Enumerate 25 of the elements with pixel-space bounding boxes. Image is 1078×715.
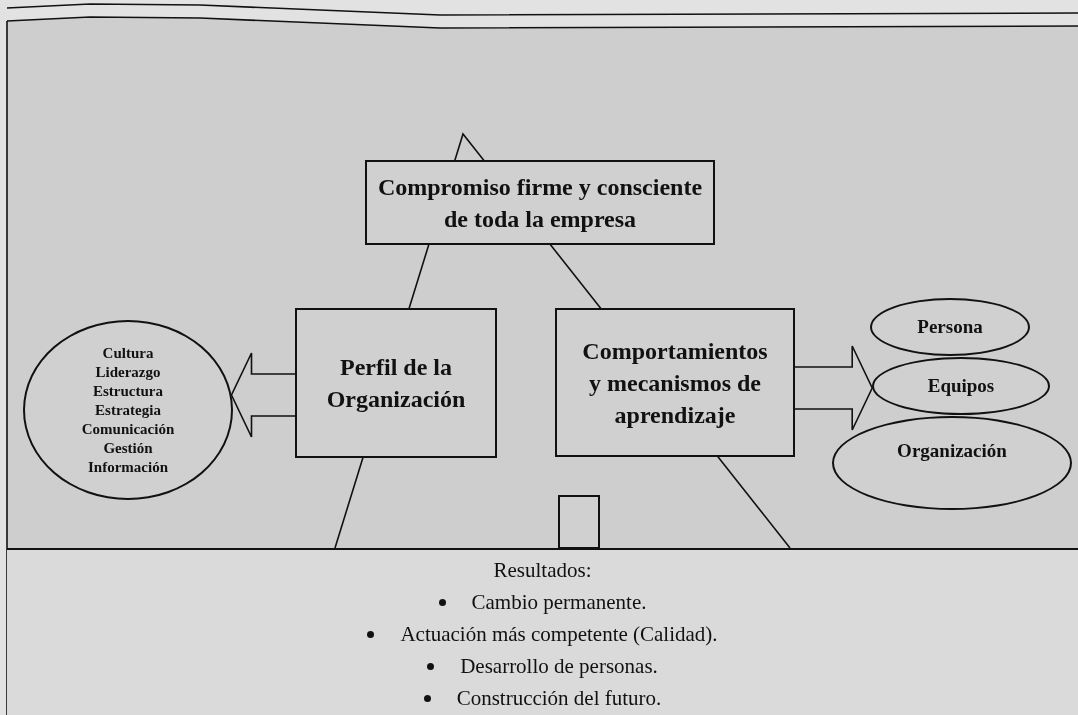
node-label: Persona <box>917 316 983 338</box>
node-label: Perfil de la Organización <box>325 353 467 414</box>
process-box <box>295 308 497 458</box>
list-item: Estructura <box>93 381 163 401</box>
list-item: Gestión <box>103 438 153 458</box>
list-item: Actuación más competente (Calidad). <box>400 621 718 648</box>
list-item: Cambio permanente. <box>471 589 647 616</box>
block-arrow <box>230 352 296 438</box>
results-panel <box>7 548 1078 715</box>
small-box <box>558 495 600 549</box>
node-label: Comportamientos y mecanismos de aprendizaje <box>581 336 769 430</box>
node-label: Compromiso firme y consciente de toda la empresa <box>376 172 704 234</box>
node-label: Equipos <box>927 375 995 397</box>
block-arrow <box>794 345 874 431</box>
node-label: Organización <box>897 440 1007 462</box>
list-item: Construcción del futuro. <box>456 685 662 712</box>
list-item: Estrategia <box>95 400 161 420</box>
process-box <box>555 308 795 457</box>
list-item: Liderazgo <box>95 362 161 382</box>
list-item: Comunicación <box>81 419 175 439</box>
list-item: Desarrollo de personas. <box>460 653 658 680</box>
list-item: Cultura <box>102 343 154 363</box>
heading: Resultados: <box>493 557 592 584</box>
list-item: Información <box>88 457 168 477</box>
process-box <box>365 160 715 245</box>
